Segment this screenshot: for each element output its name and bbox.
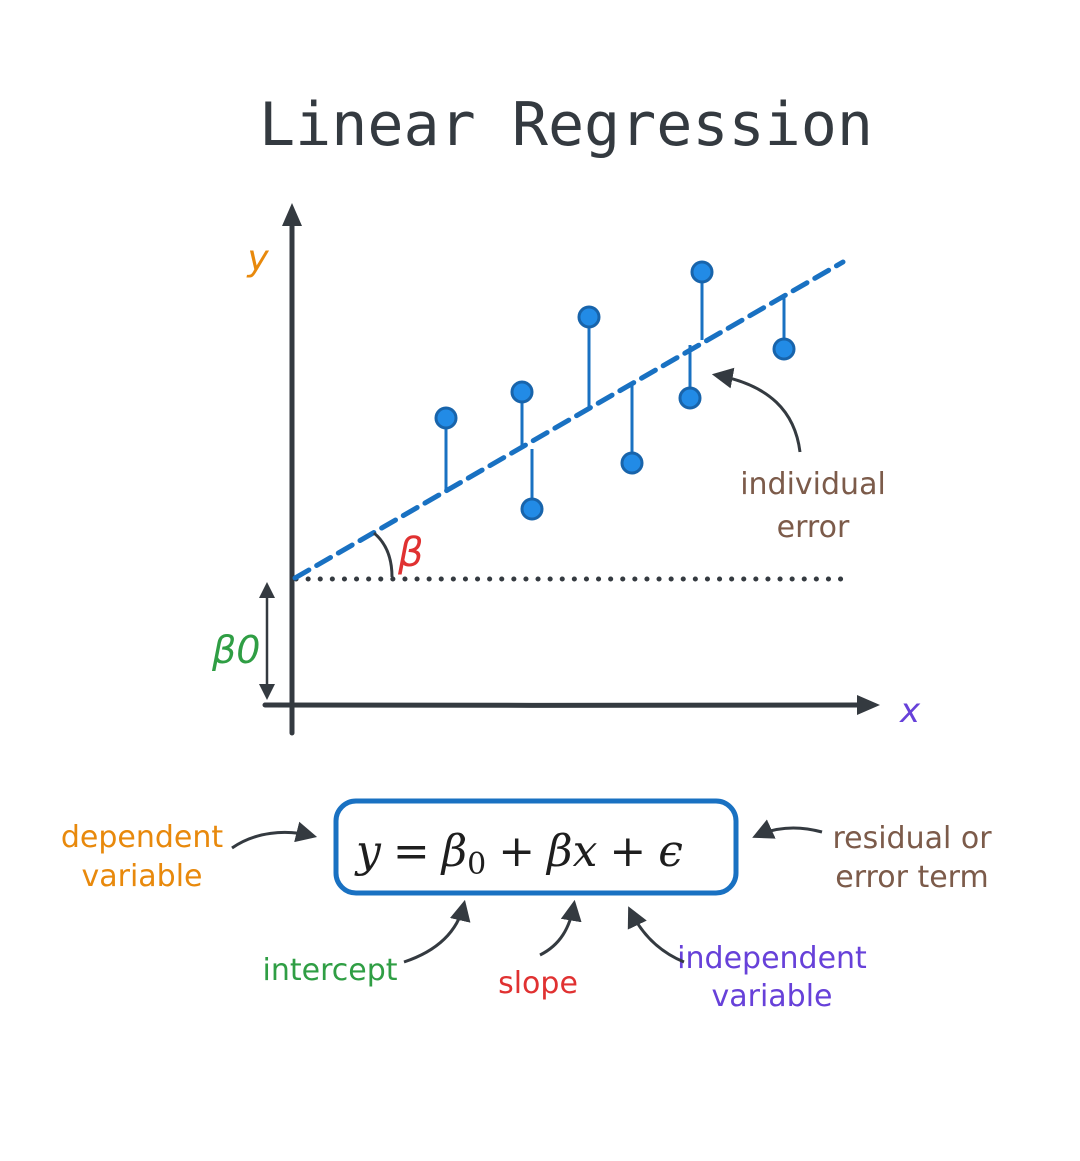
data-points	[434, 260, 796, 521]
residuals	[444, 272, 786, 509]
independent-label-line1: independent	[677, 941, 867, 976]
dependent-arrow	[231, 821, 318, 850]
x-axis-arrowhead	[857, 695, 880, 715]
error-arrow	[711, 367, 802, 453]
slope-label: slope	[498, 966, 578, 1001]
independent-arrow	[627, 906, 685, 964]
slope-arrow	[539, 899, 582, 957]
data-point	[577, 305, 601, 329]
intercept-height-arrow	[259, 582, 275, 700]
data-point	[678, 386, 702, 410]
dependent-label-line1: dependent	[61, 820, 224, 855]
error-label-line2: error	[777, 510, 850, 545]
beta-label: β	[397, 530, 424, 576]
page-title: Linear Regression	[259, 90, 873, 160]
residual-arrow	[752, 819, 823, 839]
y-axis-label: y	[246, 238, 269, 279]
intercept-label: intercept	[263, 953, 398, 988]
equation: y=β0+βx+ϵ	[354, 826, 683, 882]
axes: y x	[246, 203, 921, 736]
data-point	[772, 337, 796, 361]
y-axis	[289, 213, 295, 736]
intercept-arrow	[403, 899, 471, 964]
residual-label-line2: error term	[835, 860, 988, 895]
error-label-line1: individual	[740, 467, 886, 502]
data-point	[434, 406, 458, 430]
dependent-label-line2: variable	[81, 859, 202, 894]
data-point	[620, 451, 644, 475]
y-axis-arrowhead	[282, 203, 302, 226]
equation-box	[333, 798, 739, 896]
regression-line	[292, 259, 846, 581]
x-axis-label: x	[899, 691, 921, 731]
data-point	[510, 380, 534, 404]
data-point	[520, 497, 544, 521]
residual-label-line1: residual or	[832, 821, 992, 856]
beta0-label: β0	[211, 628, 260, 672]
data-point	[690, 260, 714, 284]
slope-angle-arc	[373, 531, 394, 578]
independent-label-line2: variable	[711, 979, 832, 1014]
